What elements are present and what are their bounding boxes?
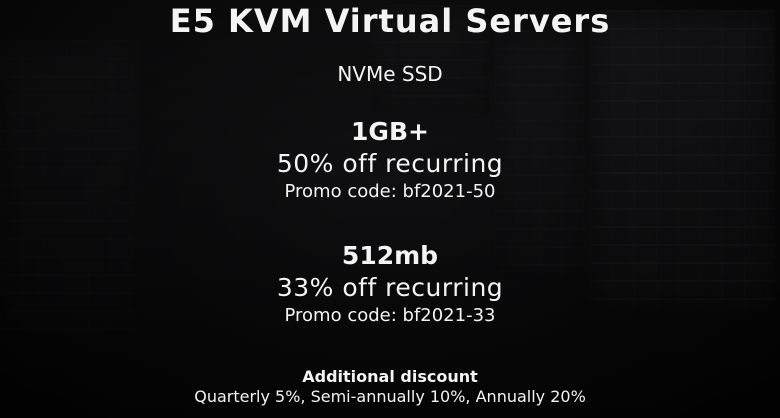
offer-discount: 50% off recurring (276, 149, 504, 178)
server-rack-image (495, 30, 585, 280)
banner-title: E5 KVM Virtual Servers (169, 2, 611, 40)
offer-block-1gb: 1GB+ 50% off recurring Promo code: bf202… (0, 116, 780, 204)
additional-discount-text: Quarterly 5%, Semi-annually 10%, Annuall… (194, 387, 586, 406)
additional-discount-heading: Additional discount (302, 367, 478, 386)
offer-tier: 1GB+ (351, 117, 429, 146)
offer-discount: 33% off recurring (276, 273, 504, 302)
offer-block-512mb: 512mb 33% off recurring Promo code: bf20… (0, 240, 780, 328)
banner-subtitle: NVMe SSD (337, 62, 443, 86)
server-rack-image (590, 10, 775, 310)
server-rack-image (370, 5, 490, 115)
offer-promo-code: Promo code: bf2021-33 (284, 305, 496, 326)
server-rack-image (0, 40, 140, 340)
offer-promo-code: Promo code: bf2021-50 (284, 181, 496, 202)
offer-tier: 512mb (341, 241, 439, 270)
